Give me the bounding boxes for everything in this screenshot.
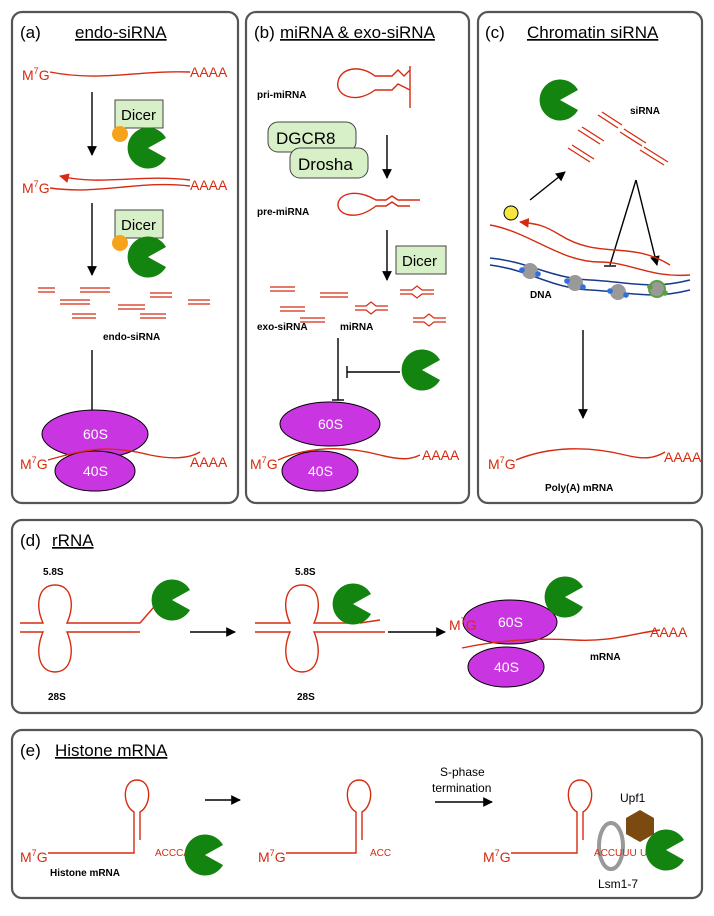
ribosome-a: 60S 40S: [41, 409, 149, 492]
ribo-40s: 40S: [83, 463, 108, 479]
dgcr8-enzyme: DGCR8: [267, 121, 357, 153]
sirna-fragments: [567, 111, 669, 166]
panel-a-title: endo-siRNA: [75, 23, 167, 42]
helper-dot-2: [112, 235, 128, 251]
cap-m7g-3: M7G: [20, 455, 48, 472]
rrna-structure-1: [20, 584, 161, 673]
acc-label: ACC: [370, 848, 391, 859]
dicer-box-b: Dicer: [395, 245, 447, 275]
cap-m7g-e1: M7G: [20, 848, 48, 865]
histone-mrna-label: Histone mRNA: [50, 868, 120, 879]
exo-sirna-fragments: [270, 286, 348, 323]
panel-a-label: (a): [20, 23, 41, 42]
ribo-60s: 60S: [83, 426, 108, 442]
panel-b-label: (b): [254, 23, 275, 42]
cap-m7g-e2: M7G: [258, 848, 286, 865]
ribo-60s-d: 60S: [498, 614, 523, 630]
cap-m7g-b: M7G: [250, 455, 278, 472]
sphase-label-2: termination: [432, 781, 491, 795]
nucleosomes: [519, 263, 668, 300]
endo-sirna-fragments: [38, 287, 210, 319]
drosha-enzyme: Drosha: [289, 147, 369, 179]
uuu-label-1: UUU: [615, 848, 637, 859]
lsm-label: Lsm1-7: [598, 877, 638, 891]
polya-tail-3: AAAA: [190, 454, 228, 470]
polya-tail-b: AAAA: [422, 447, 460, 463]
panel-e-title: Histone mRNA: [55, 741, 168, 760]
ribo-40s-b: 40S: [308, 463, 333, 479]
upf1-label: Upf1: [620, 791, 646, 805]
cap-m7g-2: M7G: [22, 179, 50, 196]
rrna-structure-2: [255, 584, 385, 673]
yellow-dot: [503, 205, 519, 221]
panel-d-title: rRNA: [52, 531, 94, 550]
pre-mirna-label: pre-miRNA: [257, 207, 309, 218]
panel-c-label: (c): [485, 23, 505, 42]
ribosome-d: 60S 40S: [462, 599, 558, 688]
mirna-duplexes: [355, 285, 446, 327]
sirna-label: siRNA: [630, 106, 660, 117]
panel-e: (e) Histone mRNA M7G ACCCA Histone mRNA …: [10, 728, 704, 900]
cap-m7g-e3: M7G: [483, 848, 511, 865]
drosha-label: Drosha: [298, 155, 353, 174]
dicer-label-b: Dicer: [402, 253, 437, 270]
cap-m7g: M7G: [22, 66, 50, 83]
panel-b-title: miRNA & exo-siRNA: [280, 23, 436, 42]
exo-sirna-label: exo-siRNA: [257, 322, 308, 333]
lsm-ring: [597, 821, 625, 871]
endo-sirna-label: endo-siRNA: [103, 332, 160, 343]
cap-m7g-c: M7G: [488, 455, 516, 472]
polya-tail-c: AAAA: [664, 449, 702, 465]
sphase-label-1: S-phase: [440, 765, 485, 779]
polya-mrna-label: Poly(A) mRNA: [545, 483, 613, 494]
mrna-label: mRNA: [590, 652, 621, 663]
dicer-label: Dicer: [121, 107, 156, 124]
upf1-hexagon: [626, 810, 654, 842]
polya-tail-2: AAAA: [190, 177, 228, 193]
ribo-40s-d: 40S: [494, 659, 519, 675]
panel-c: (c) Chromatin siRNA siRNA: [476, 10, 704, 505]
panel-d-label: (d): [20, 531, 41, 550]
rrna-28s-label-2: 28S: [297, 692, 315, 703]
pri-mirna-label: pri-miRNA: [257, 90, 306, 101]
dicer-complex-2: Dicer: [112, 209, 166, 278]
dgcr8-label: DGCR8: [276, 129, 336, 148]
panel-d: (d) rRNA 5.8S 28S 5.8S 28S 60S 40S M7G A…: [10, 518, 704, 715]
polya-tail: AAAA: [190, 64, 228, 80]
panel-a: (a) endo-siRNA M7G AAAA Dicer M7G AAAA D…: [10, 10, 240, 505]
rrna-58s-label: 5.8S: [43, 567, 64, 578]
panel-c-title: Chromatin siRNA: [527, 23, 659, 42]
rrna-58s-label-2: 5.8S: [295, 567, 316, 578]
panel-b: (b) miRNA & exo-siRNA pri-miRNA DGCR8 Dr…: [244, 10, 471, 505]
ribosome-b: 60S 40S: [279, 401, 381, 492]
rrna-28s-label: 28S: [48, 692, 66, 703]
polya-tail-d: AAAA: [650, 624, 688, 640]
mirna-label: miRNA: [340, 322, 373, 333]
helper-dot: [112, 126, 128, 142]
cap-m7g-d: M7G: [449, 616, 477, 633]
accca-label: ACCCA: [155, 848, 190, 859]
dicer-label-2: Dicer: [121, 217, 156, 234]
acc-label-2: ACC: [594, 848, 615, 859]
dna-label: DNA: [530, 290, 552, 301]
ribo-60s-b: 60S: [318, 416, 343, 432]
panel-e-label: (e): [20, 741, 41, 760]
dicer-complex-1: Dicer: [112, 99, 166, 169]
